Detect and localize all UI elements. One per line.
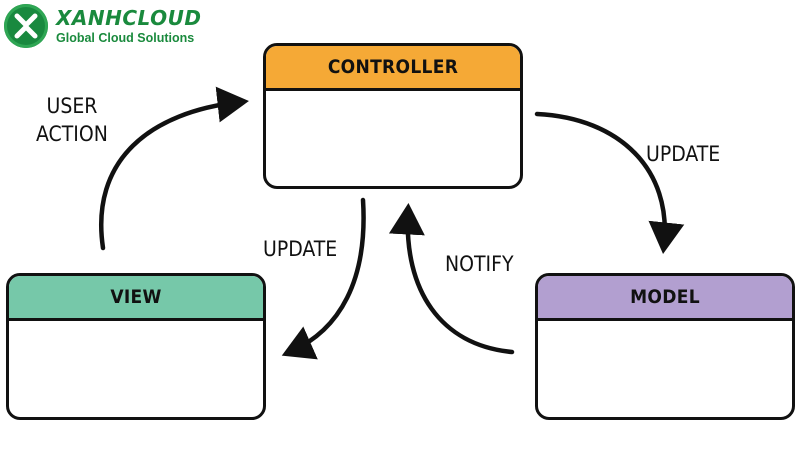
view-box: VIEW xyxy=(6,273,266,420)
user-action-arrow xyxy=(99,86,249,251)
logo-name: XANHCLOUD xyxy=(56,5,202,30)
update-view-label: UPDATE xyxy=(263,237,338,261)
logo-x-icon xyxy=(4,4,48,48)
notify-label: NOTIFY xyxy=(445,252,514,276)
user-action-line1: USER xyxy=(46,94,98,118)
logo-tagline: Global Cloud Solutions xyxy=(56,30,195,45)
update-model-arrow xyxy=(534,111,685,254)
user-action-line2: ACTION xyxy=(36,122,108,147)
update-model-label: UPDATE xyxy=(646,142,721,166)
model-header: MODEL xyxy=(538,276,792,321)
user-action-label: USER ACTION xyxy=(36,92,108,149)
brand-logo: XANHCLOUD Global Cloud Solutions xyxy=(4,4,201,48)
model-box: MODEL xyxy=(535,273,795,420)
update-view-arrow xyxy=(281,197,366,360)
view-header: VIEW xyxy=(9,276,263,321)
controller-header: CONTROLLER xyxy=(266,46,520,91)
notify-arrow xyxy=(388,203,515,355)
controller-box: CONTROLLER xyxy=(263,43,523,189)
